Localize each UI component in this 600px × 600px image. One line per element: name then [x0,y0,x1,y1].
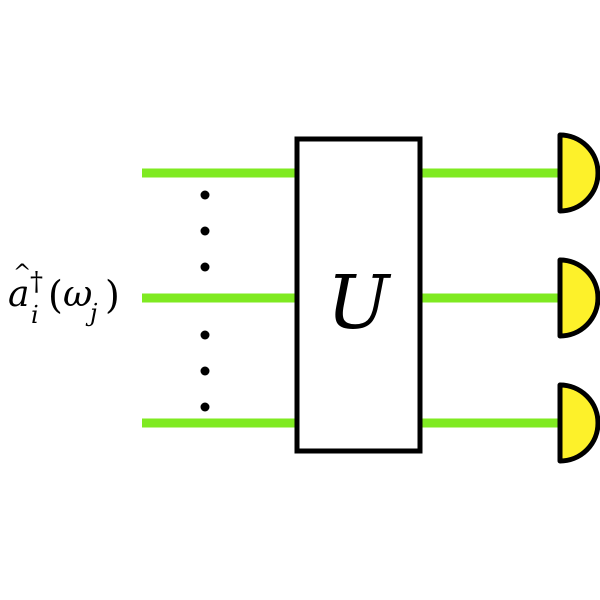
ellipsis-dot [200,226,210,236]
input-mode-label: ^ a † i ( ω j ) [8,261,120,329]
unitary-label: U [327,260,392,346]
ellipsis-dot [200,366,210,376]
label-subscript-i: i [31,301,39,329]
label-hat: ^ [13,261,31,286]
label-open-paren: ( [48,273,63,317]
unitary-box [294,136,423,454]
ellipsis-dot [200,402,210,412]
label-close-paren: ) [105,273,120,317]
label-dagger: † [30,267,43,297]
detector-icon [557,257,600,339]
label-operator: a [8,274,29,315]
detector-icon [557,132,600,214]
label-argument: ω [63,274,92,315]
ellipsis-dot [200,330,210,340]
ellipsis-dot [200,190,210,200]
detector-icon [557,382,600,464]
ellipsis-dot [200,262,210,272]
ellipsis-dots-icon [200,190,210,412]
